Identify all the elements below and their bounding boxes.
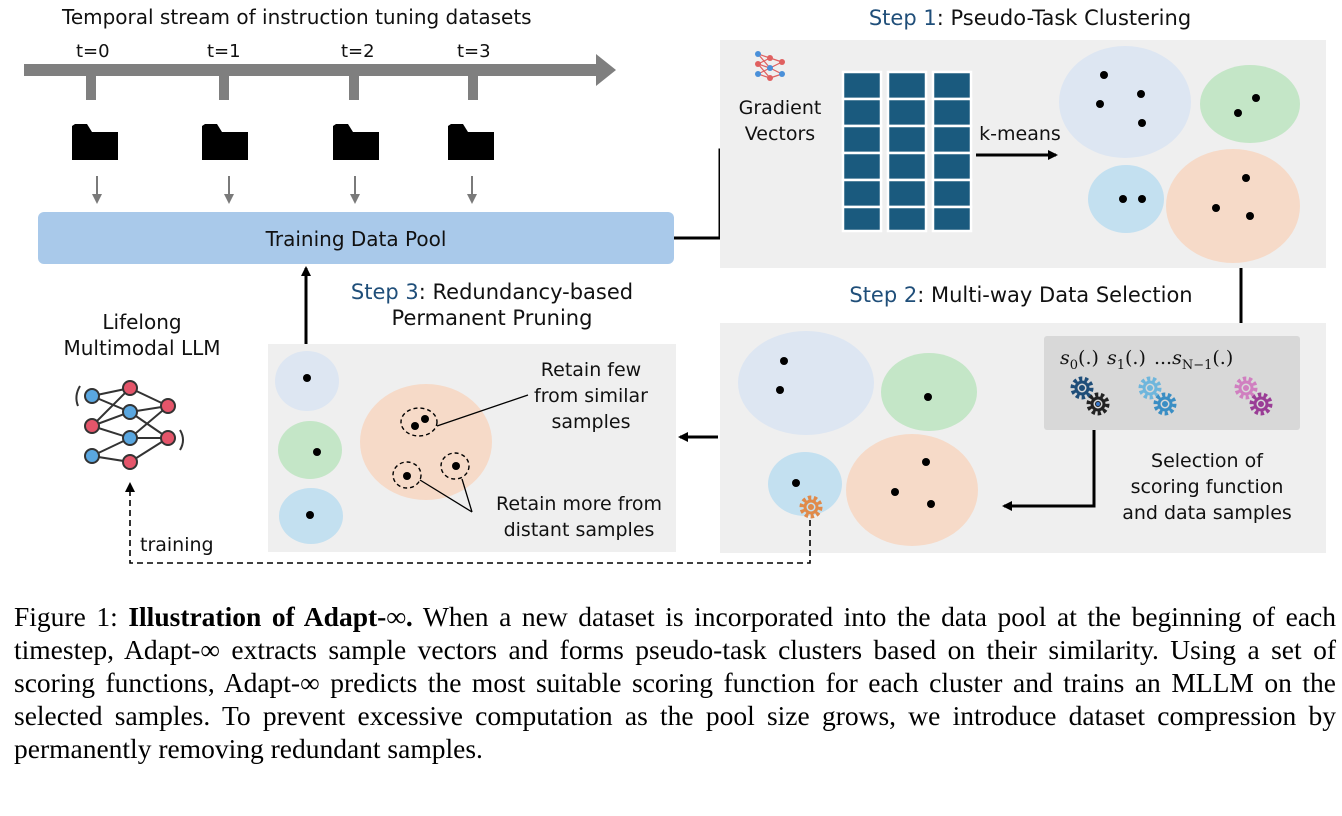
step1-title: Step 1: Pseudo-Task Clustering — [869, 6, 1191, 30]
timestep-1: t=1 — [202, 41, 248, 204]
cluster-green — [881, 353, 977, 431]
folder-icon — [72, 124, 118, 160]
kmeans-label: k-means — [979, 123, 1061, 145]
training-data-pool — [38, 212, 674, 264]
step2-title: Step 2: Multi-way Data Selection — [849, 283, 1192, 307]
figure-caption: Figure 1: Illustration of Adapt-∞. When … — [14, 600, 1336, 765]
timeline-title: Temporal stream of instruction tuning da… — [61, 5, 532, 29]
cluster-green — [1200, 65, 1300, 143]
training-label: training — [140, 534, 214, 556]
folder-icon — [202, 124, 248, 160]
timestep-3: t=3 — [448, 41, 494, 204]
selection-arrow — [1002, 430, 1096, 511]
folder-icon — [448, 124, 494, 160]
cluster-blue — [738, 331, 874, 435]
cluster-green — [278, 421, 342, 479]
timestep-label: t=0 — [76, 41, 110, 62]
timeline-arrow-head — [596, 54, 616, 86]
neural-network-icon — [75, 380, 184, 470]
scoring-functions: s0(.) s1(.) ...sN−1(.) — [1060, 347, 1233, 373]
timeline-arrow-shaft — [24, 64, 600, 76]
timestep-label: t=3 — [457, 41, 491, 62]
timestep-label: t=1 — [207, 41, 241, 62]
training-feedback-line — [125, 482, 811, 564]
timestep-0: t=0 — [72, 41, 118, 204]
cluster-lightblue — [768, 452, 842, 516]
callout-lines — [419, 394, 529, 513]
cluster-peach — [360, 384, 492, 500]
cluster-peach — [846, 434, 978, 546]
caption-label: Figure 1: — [14, 601, 118, 632]
neural-network-icon — [755, 51, 785, 81]
cluster-peach — [1166, 149, 1300, 263]
selection-rings — [392, 407, 470, 489]
figure-diagram: Temporal stream of instruction tuning da… — [24, 5, 1326, 564]
caption-text: When a new dataset is incorporated into … — [14, 601, 1336, 764]
gradient-matrix — [841, 70, 973, 233]
cluster-points — [776, 357, 935, 508]
folder-icon — [333, 124, 379, 160]
timestep-label: t=2 — [341, 41, 375, 62]
caption-bold: Illustration of Adapt-∞. — [128, 601, 413, 632]
cluster-points — [303, 374, 460, 519]
pool-label: Training Data Pool — [265, 227, 447, 251]
cluster-points — [1096, 71, 1260, 220]
cluster-blue — [1059, 46, 1191, 158]
timestep-2: t=2 — [333, 41, 379, 204]
